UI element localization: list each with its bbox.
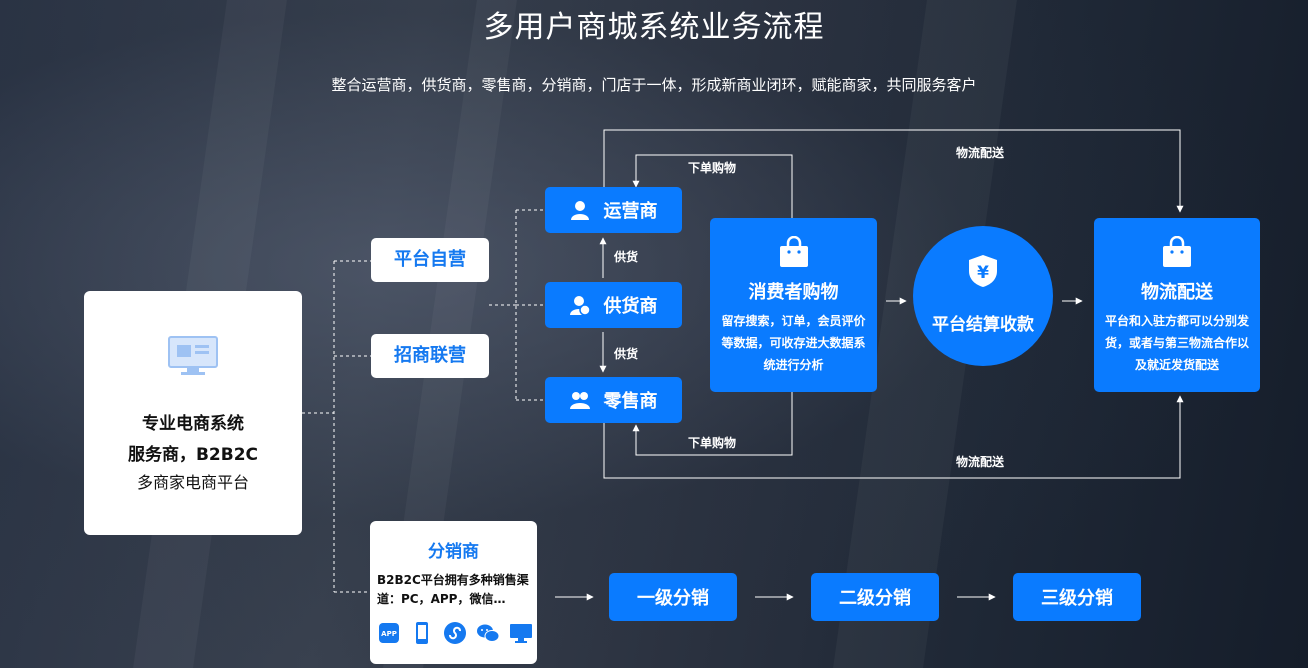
group-icon [569, 392, 590, 409]
phone-icon [416, 622, 428, 644]
channel-icons: APP [377, 621, 533, 645]
supplier-person-icon [569, 296, 590, 315]
distributor-title: 分销商 [428, 542, 479, 562]
operator-node: 运营商 [545, 187, 682, 233]
retailer-label: 零售商 [603, 391, 658, 412]
logistics-title: 物流配送 [1141, 282, 1213, 303]
logistics-label-bottom: 物流配送 [956, 455, 1005, 469]
yen-symbol: ¥ [977, 263, 989, 283]
ecommerce-system-box: 专业电商系统 服务商，B2B2C 多商家电商平台 [84, 291, 302, 535]
consumer-title: 消费者购物 [748, 282, 839, 303]
supplier-node: 供货商 [545, 282, 682, 328]
logistics-desc: 平台和入驻方都可以分别发货，或者与第三物流合作以及就近发货配送 [1104, 314, 1249, 372]
supply-label-2: 供货 [614, 347, 639, 361]
person-icon [570, 201, 589, 220]
level2-distribution: 二级分销 [811, 573, 939, 621]
main-box-line2: 服务商，B2B2C [127, 445, 259, 465]
distributor-box: 分销商 B2B2C平台拥有多种销售渠道：PC，APP，微信… APP [370, 521, 537, 664]
settlement-title: 平台结算收款 [932, 315, 1034, 335]
consumer-desc: 留存搜索，订单，会员评价等数据，可收存进大数据系统进行分析 [721, 314, 866, 372]
order-label-bottom: 下单购物 [688, 436, 737, 450]
yen-shield-icon: ¥ [969, 255, 997, 287]
order-label-top: 下单购物 [688, 161, 737, 175]
supplier-label: 供货商 [603, 296, 658, 317]
wechat-icon [477, 624, 500, 642]
distributor-desc: B2B2C平台拥有多种销售渠道：PC，APP，微信… [377, 573, 529, 606]
retailer-node: 零售商 [545, 377, 682, 423]
pc-monitor-icon [510, 624, 532, 643]
page-subtitle: 整合运营商，供货商，零售商，分销商，门店于一体，形成新商业闭环，赋能商家，共同服… [331, 76, 977, 94]
consumer-shopping-card: 消费者购物 留存搜索，订单，会员评价等数据，可收存进大数据系统进行分析 [710, 218, 877, 392]
settlement-node: ¥ 平台结算收款 [913, 226, 1053, 366]
operator-label: 运营商 [603, 201, 658, 222]
monitor-icon [168, 336, 218, 375]
main-box-line1: 专业电商系统 [142, 414, 244, 434]
shopping-bag-icon [779, 236, 808, 267]
shopping-bag-icon [1163, 236, 1191, 267]
logistics-label-top: 物流配送 [956, 146, 1005, 160]
platform-self-tag: 平台自营 [371, 238, 489, 282]
svg-text:APP: APP [381, 630, 397, 638]
app-icon: APP [379, 623, 399, 643]
logistics-card: 物流配送 平台和入驻方都可以分别发货，或者与第三物流合作以及就近发货配送 [1094, 218, 1260, 392]
page-title: 多用户商城系统业务流程 [483, 10, 825, 45]
level1-distribution: 一级分销 [609, 573, 737, 621]
merchant-union-tag: 招商联营 [371, 334, 489, 378]
mini-program-icon [444, 622, 466, 644]
supply-label-1: 供货 [614, 250, 639, 264]
main-box-line3: 多商家电商平台 [136, 473, 249, 492]
level3-distribution: 三级分销 [1013, 573, 1141, 621]
